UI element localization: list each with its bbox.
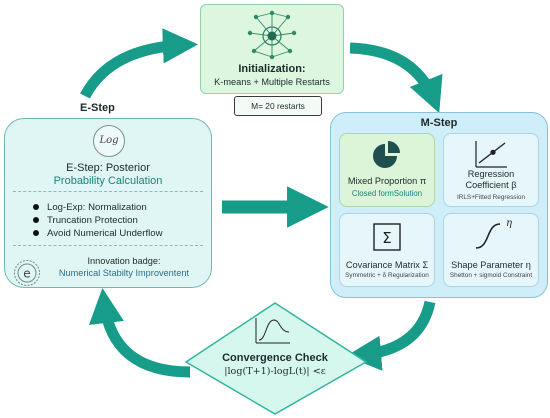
log-icon: Log — [93, 125, 125, 157]
init-subtitle: K-means + Multiple Restarts — [214, 77, 330, 87]
restarts-label: M= 20 restarts — [234, 96, 322, 116]
card-shape-parameter: η Shape Parameter η Shetton + sigmoid Co… — [443, 213, 539, 287]
card-caption: Closed formSolution — [351, 189, 423, 198]
svg-text:η: η — [506, 218, 512, 229]
estep-bullet-list: Log-Exp: Normalization Truncation Protec… — [33, 201, 163, 240]
divider — [13, 191, 203, 192]
arrow-init-to-mstep — [349, 42, 443, 114]
init-title: Initialization: — [238, 63, 306, 75]
mstep-box: M-Step Mixed Proportion π Closed formSol… — [330, 112, 548, 298]
card-label: Regression — [467, 169, 515, 179]
list-item: Truncation Protection — [33, 214, 163, 227]
arrow-mstep-to-convergence — [345, 300, 436, 371]
card-regression-coefficient: Regression Coefficient β IRLS+Fitted Reg… — [443, 133, 539, 207]
card-caption: Symmetric + δ Regularization — [345, 272, 429, 279]
list-item: Avoid Numerical Underflow — [33, 227, 163, 240]
neural-network-icon — [247, 10, 297, 60]
svg-text:Σ: Σ — [382, 229, 391, 247]
estep-subtitle: Probability Calculation — [53, 175, 163, 187]
card-label: Covariance Matrix Σ — [345, 260, 429, 270]
divider — [13, 245, 203, 246]
convergence-plot-icon — [255, 318, 290, 344]
card-caption: Shetton + sigmoid Constraint — [449, 272, 533, 279]
sigmoid-curve-icon: η — [475, 218, 512, 249]
estep-box: Log E-Step: Posterior Probability Calcul… — [4, 118, 212, 288]
card-mixed-proportion: Mixed Proportion π Closed formSolution — [339, 133, 435, 207]
convergence-diamond — [184, 302, 368, 415]
estep-title: E-Step: Posterior — [66, 162, 150, 174]
svg-text:e: e — [23, 267, 30, 281]
card-label: Coefficient β — [465, 180, 517, 190]
badge-label: Innovation badge: — [87, 256, 161, 266]
convergence-formula: |log(T+1)-logL(t)| <ε — [224, 366, 326, 377]
list-item: Log-Exp: Normalization — [33, 201, 163, 214]
convergence-title: Convergence Check — [222, 352, 328, 364]
arrow-convergence-to-estep — [88, 288, 191, 378]
initialization-box: Initialization: K-means + Multiple Resta… — [200, 4, 344, 94]
estep-label: E-Step — [80, 102, 115, 114]
badge-seal-icon: e — [14, 260, 40, 286]
card-label: Mixed Proportion π — [347, 176, 427, 186]
card-label: Shape Parameter η — [451, 260, 531, 270]
matrix-sigma-icon: Σ — [373, 223, 401, 251]
regression-line-icon — [475, 141, 507, 168]
card-caption: IRLS+Fitted Regression — [456, 194, 526, 201]
mstep-title: M-Step — [420, 117, 458, 129]
arrow-estep-to-init — [80, 28, 199, 99]
pie-chart-icon — [373, 141, 400, 168]
card-covariance-matrix: Σ Covariance Matrix Σ Symmetric + δ Regu… — [339, 213, 435, 287]
badge-value: Numerical Stabilty Improventent — [58, 268, 190, 278]
